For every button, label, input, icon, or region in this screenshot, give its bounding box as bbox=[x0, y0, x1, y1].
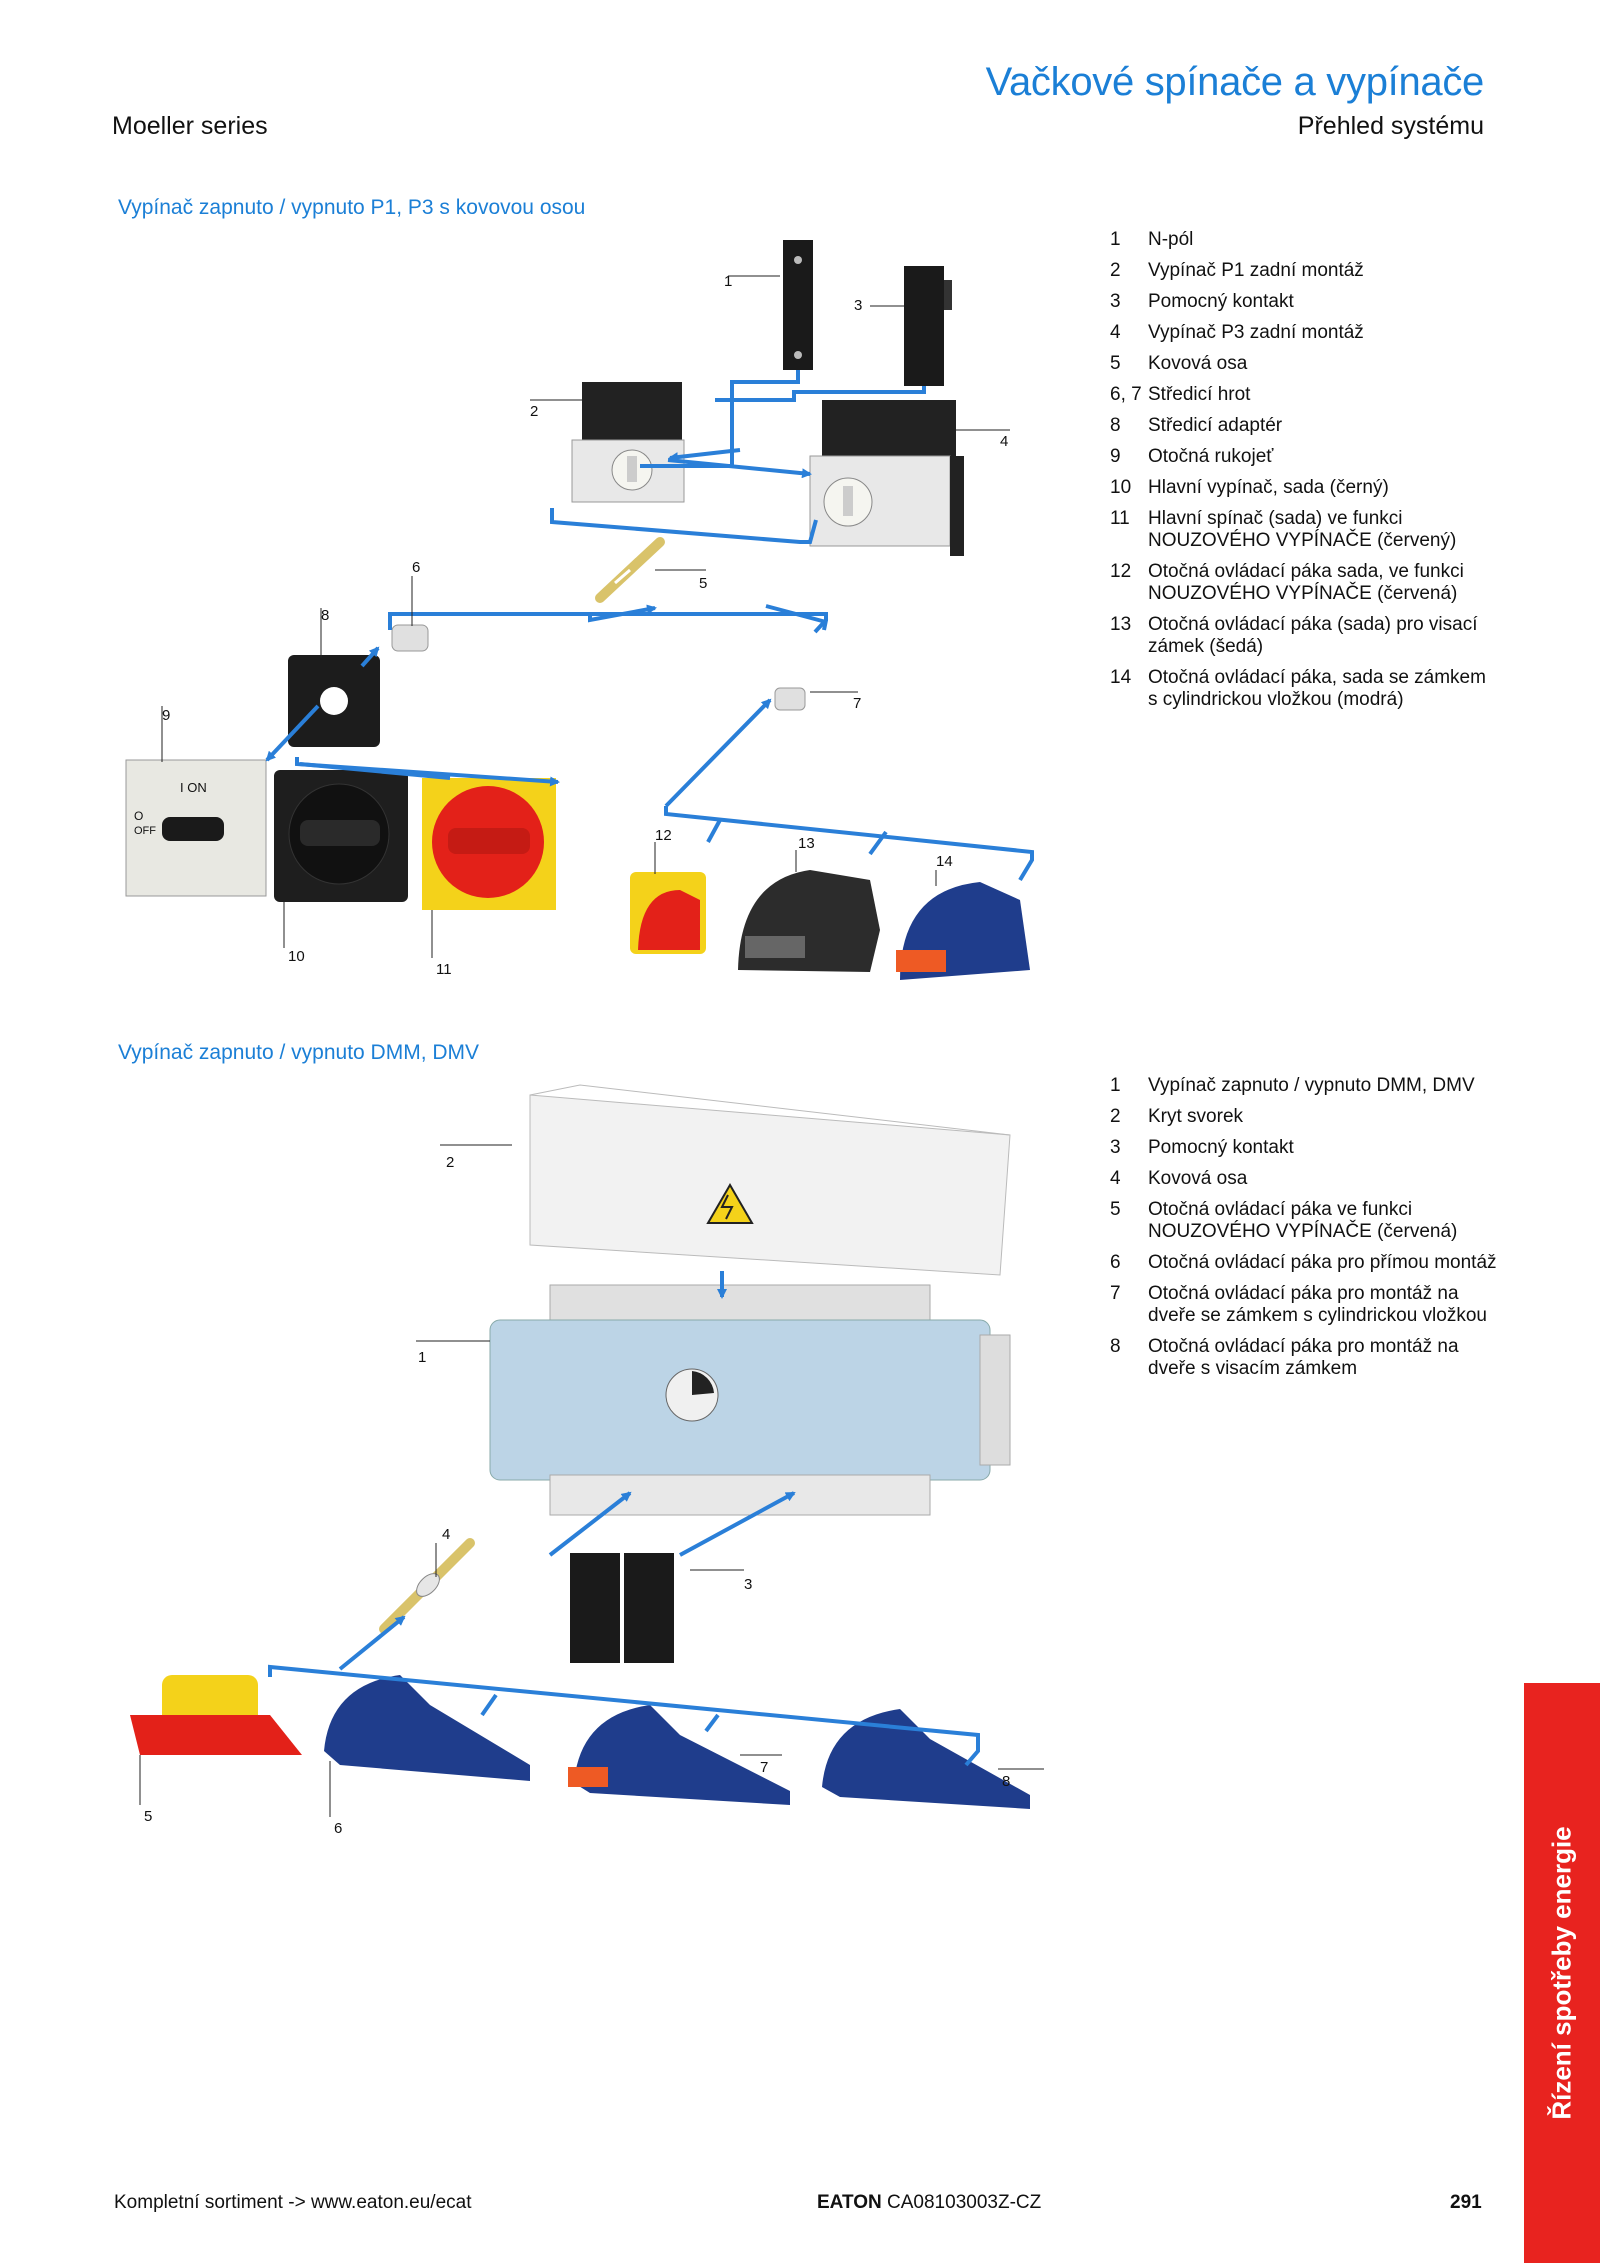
callout-9: 9 bbox=[162, 707, 170, 724]
metal-shaft-part bbox=[379, 1538, 475, 1634]
callout-5: 5 bbox=[699, 575, 707, 592]
callout-3: 3 bbox=[854, 297, 862, 314]
lever-red-part bbox=[630, 872, 706, 954]
section2-exploded-diagram: 2 1 3 4 5 6 7 8 bbox=[130, 1084, 1044, 1837]
lever-direct-part bbox=[324, 1675, 530, 1781]
side-chapter-tab: Řízení spotřeby energie bbox=[1524, 1683, 1600, 2263]
callout-8: 8 bbox=[321, 607, 329, 624]
callout-7: 7 bbox=[760, 1759, 768, 1776]
centring-pin-6 bbox=[391, 624, 429, 652]
callout-12: 12 bbox=[655, 827, 672, 844]
auxiliary-contact-part bbox=[904, 266, 952, 386]
callout-1: 1 bbox=[724, 273, 732, 290]
callout-leaders bbox=[139, 1144, 1044, 1817]
n-pole-part bbox=[783, 240, 813, 370]
section1-title: Vypínač zapnuto / vypnuto P1, P3 s kovov… bbox=[118, 196, 586, 219]
handle-off-label: OFF bbox=[134, 825, 156, 837]
main-switch-red-part bbox=[422, 778, 556, 910]
callout-13: 13 bbox=[798, 835, 815, 852]
centring-adapter-part bbox=[288, 655, 380, 747]
callout-8: 8 bbox=[1002, 1773, 1010, 1790]
callout-leaders bbox=[161, 275, 1010, 958]
footer-doc-code: EATON CA08103003Z-CZ bbox=[817, 2192, 1041, 2214]
series-label: Moeller series bbox=[112, 112, 268, 140]
lever-cylinder-lock-part bbox=[568, 1705, 790, 1805]
page-number: 291 bbox=[1450, 2192, 1482, 2213]
terminal-cover-part bbox=[529, 1084, 1011, 1276]
assembly-lines bbox=[268, 1271, 980, 1767]
handle-off-symbol: O bbox=[134, 809, 143, 823]
callout-11: 11 bbox=[436, 961, 452, 978]
callout-6: 6 bbox=[412, 559, 420, 576]
callout-10: 10 bbox=[288, 948, 305, 965]
callout-4: 4 bbox=[1000, 433, 1008, 450]
callout-2: 2 bbox=[530, 403, 538, 420]
lever-padlock-part bbox=[822, 1709, 1030, 1809]
assembly-lines bbox=[265, 370, 1034, 882]
dmm-switch-part bbox=[489, 1284, 1011, 1516]
auxiliary-contact-part bbox=[570, 1553, 674, 1663]
page-subtitle: Přehled systému bbox=[1297, 112, 1484, 140]
footer-catalog-link[interactable]: Kompletní sortiment -> www.eaton.eu/ecat bbox=[114, 2192, 472, 2213]
callout-1: 2 bbox=[446, 1154, 454, 1171]
lever-blue-part bbox=[896, 882, 1030, 980]
centring-pin-7 bbox=[774, 687, 806, 711]
p1-switch-part bbox=[571, 382, 685, 503]
page-title: Vačkové spínače a vypínače bbox=[985, 60, 1485, 104]
callout-5: 5 bbox=[144, 1808, 152, 1825]
lever-red-part bbox=[130, 1675, 302, 1755]
handle-on-label: I ON bbox=[180, 780, 207, 795]
footer-brand: EATON bbox=[817, 2192, 882, 2213]
footer-code: CA08103003Z-CZ bbox=[887, 2192, 1042, 2213]
callout-2: 1 bbox=[418, 1349, 426, 1366]
callout-6: 6 bbox=[334, 1820, 342, 1837]
section2-title: Vypínač zapnuto / vypnuto DMM, DMV bbox=[118, 1041, 480, 1064]
section1-exploded-diagram: I ON O OFF bbox=[125, 240, 1034, 980]
callout-7: 7 bbox=[853, 695, 861, 712]
metal-shaft-part bbox=[595, 537, 665, 603]
p3-switch-part bbox=[809, 400, 964, 556]
callout-14: 14 bbox=[936, 853, 953, 870]
callout-4: 4 bbox=[442, 1526, 450, 1543]
callout-3: 3 bbox=[744, 1576, 752, 1593]
side-chapter-label: Řízení spotřeby energie bbox=[1546, 1826, 1577, 2120]
main-switch-black-part bbox=[274, 770, 408, 902]
rotary-handle-part: I ON O OFF bbox=[125, 759, 267, 897]
lever-grey-part bbox=[738, 870, 880, 972]
